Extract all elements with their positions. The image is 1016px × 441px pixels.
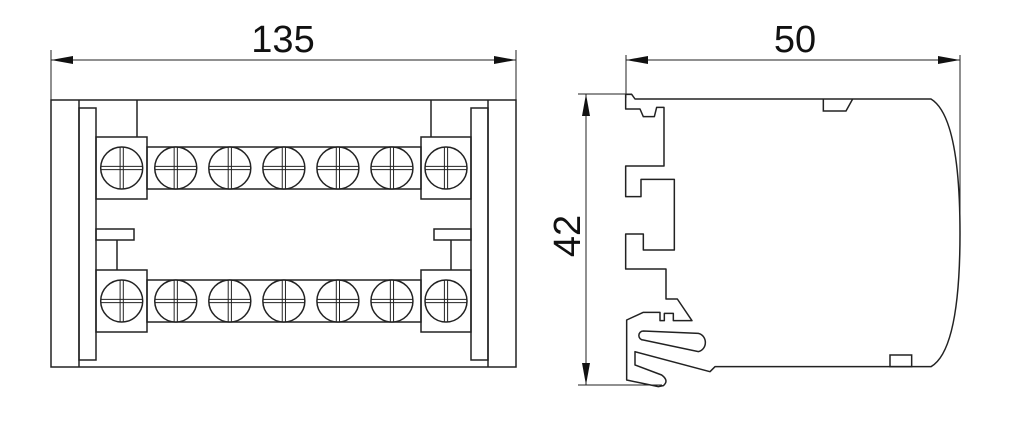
left-tab <box>95 228 135 241</box>
width-dimension: 135 <box>50 19 517 100</box>
screw-icon <box>370 146 414 190</box>
screw-icon <box>262 146 306 190</box>
screw-icon <box>99 279 144 323</box>
end-block <box>420 136 472 200</box>
end-block <box>95 269 148 333</box>
clip-slot <box>638 330 707 353</box>
screw-icon <box>208 279 252 323</box>
right-tab <box>433 228 472 241</box>
right-rail <box>470 107 489 361</box>
screw-icon <box>262 279 306 323</box>
screw-icon <box>424 146 468 190</box>
depth-dimension-label: 50 <box>774 19 816 61</box>
height-dimension-label: 42 <box>547 215 589 257</box>
screw-icon <box>316 146 360 190</box>
bottom-latch <box>889 354 913 368</box>
depth-dimension: 50 <box>625 19 961 215</box>
width-dimension-label: 135 <box>251 19 314 61</box>
terminal-row <box>95 269 472 333</box>
front-view: 135 <box>50 19 517 368</box>
screw-icon <box>370 279 414 323</box>
housing-outline <box>50 99 517 368</box>
screw-icon <box>154 146 198 190</box>
screw-icon <box>99 146 144 190</box>
terminal-row <box>95 136 472 200</box>
left-rail <box>78 107 97 361</box>
top-latch <box>822 98 854 112</box>
side-view: 50 42 <box>547 19 961 388</box>
end-block <box>95 136 148 200</box>
screw-icon <box>316 279 360 323</box>
screw-icon <box>424 279 468 323</box>
side-profile <box>624 93 961 388</box>
end-block <box>420 269 472 333</box>
screw-icon <box>208 146 252 190</box>
height-dimension: 42 <box>547 93 662 386</box>
screw-icon <box>154 279 198 323</box>
